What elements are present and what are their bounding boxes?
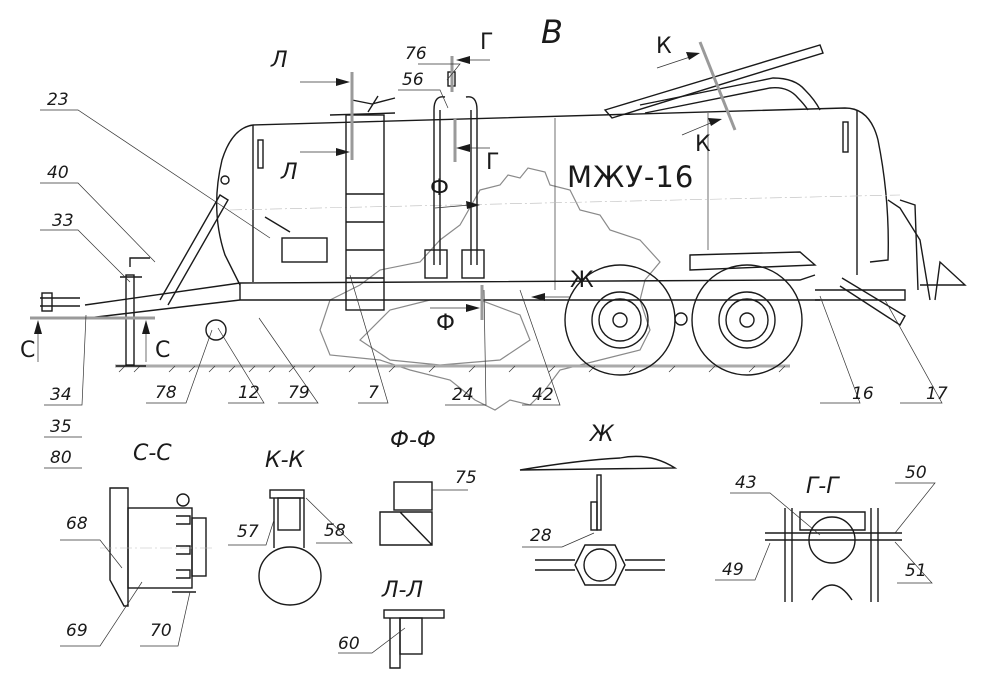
callout-80: 80 [50,448,72,468]
jack-stand [116,257,150,367]
callout-50: 50 [905,463,927,483]
section-marker-l-top: Л [271,48,288,73]
detail-title-zh: Ж [590,422,614,447]
tank-body [216,107,901,290]
callout-70: 70 [150,621,172,641]
section-marker-zh: Ж [570,268,594,293]
rear-apparatus [887,199,967,301]
view-label: В [541,13,563,51]
callout-57: 57 [237,522,259,542]
callout-12: 12 [238,383,260,403]
detail-title-k-k: К-К [265,448,305,473]
ground-line [115,364,790,373]
callout-68: 68 [66,514,88,534]
section-marker-f-lower: Ф [436,311,455,336]
detail-l-l [338,609,445,669]
callout-24: 24 [452,385,474,405]
callout-60: 60 [338,634,360,654]
callout-35: 35 [50,417,72,437]
ladder [329,95,396,311]
detail-zh [519,455,678,586]
section-cut-lines [30,41,737,320]
callout-34: 34 [50,385,72,405]
callout-43: 43 [735,473,757,493]
section-marker-k-top: К [656,34,672,59]
callout-42: 42 [532,385,554,405]
section-marker-c-right: С [155,338,171,363]
section-marker-l-body: Л [281,160,298,185]
support-wheel [205,319,227,341]
callout-56: 56 [402,70,424,90]
callout-51: 51 [905,561,927,581]
callout-75: 75 [455,468,477,488]
section-marker-c-left: С [20,338,36,363]
vertical-pipe [424,71,485,279]
detail-g-g [715,482,936,602]
section-arrows [34,52,722,362]
section-marker-f-upper: Ф [430,176,449,201]
detail-c-c [60,487,215,647]
callout-17: 17 [926,384,948,404]
callout-69: 69 [66,621,88,641]
callout-16: 16 [852,384,874,404]
callout-49: 49 [722,560,744,580]
callout-76: 76 [405,44,427,64]
section-marker-g-lower: Г [486,150,500,175]
callout-33: 33 [52,211,74,231]
leader-lines [40,63,943,469]
section-marker-g-top: Г [480,30,494,55]
callout-28: 28 [530,526,552,546]
detail-title-l-l: Л-Л [382,578,424,603]
detail-f-f [379,481,468,546]
callout-78: 78 [155,383,177,403]
rear-axle-wheels [564,264,803,376]
callout-7: 7 [368,383,379,403]
callout-40: 40 [47,163,69,183]
suction-boom [603,44,824,119]
machine-title: МЖУ-16 [567,160,695,194]
detail-title-f-f: Ф-Ф [390,428,436,453]
callout-23: 23 [47,90,69,110]
callout-79: 79 [288,383,310,403]
detail-title-c-c: С-С [133,441,172,466]
callout-58: 58 [324,521,346,541]
detail-title-g-g: Г-Г [806,474,839,499]
section-marker-k-bottom: К [695,132,711,157]
detail-k-k [228,489,353,606]
